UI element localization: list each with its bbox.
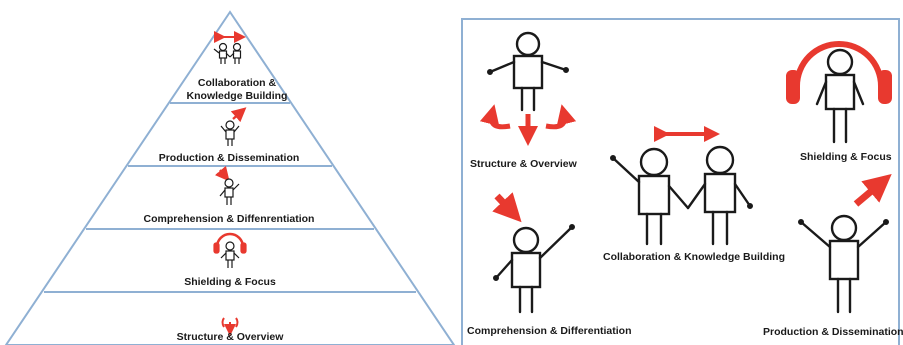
- collaboration-figures: [610, 145, 754, 246]
- comprehension-figure: [493, 223, 576, 314]
- pyramid-level-4-label: Shielding & Focus: [184, 276, 276, 288]
- pyramid-level-2-label: Production & Dissemination: [158, 152, 300, 164]
- pyramid-diagram: [4, 10, 456, 345]
- panel-label-collaboration: Collaboration & Knowledge Building: [603, 251, 785, 263]
- pyramid-level-1-label: Collaboration & Knowledge Building: [186, 77, 288, 103]
- pyramid-outline: [4, 10, 456, 345]
- comprehension-arrow-icon: [492, 192, 522, 223]
- structure-figure: [487, 31, 570, 112]
- shielding-headphones-icon: [786, 41, 892, 104]
- shielding-figure: [815, 48, 865, 144]
- person-headphones-icon: [213, 232, 247, 268]
- structure-curved-arrows-icon: [479, 104, 577, 146]
- production-arrow-icon: [853, 173, 892, 207]
- production-figure: [798, 214, 890, 314]
- panel-label-comprehension: Comprehension & Differentiation: [467, 325, 632, 337]
- panel-label-shielding: Shielding & Focus: [800, 151, 892, 163]
- pyramid-level-5-label: Structure & Overview: [176, 331, 284, 343]
- pyramid-level-3-label: Comprehension & Diffenrentiation: [143, 213, 315, 225]
- two-people-arrow-icon: [213, 31, 246, 64]
- person-arrow-up-icon: [220, 107, 247, 146]
- person-arrow-down-icon: [214, 165, 240, 205]
- person-curved-arrows-icon: [221, 317, 239, 336]
- panel-label-structure: Structure & Overview: [470, 158, 577, 170]
- panel-label-production: Production & Dissemination: [763, 326, 903, 338]
